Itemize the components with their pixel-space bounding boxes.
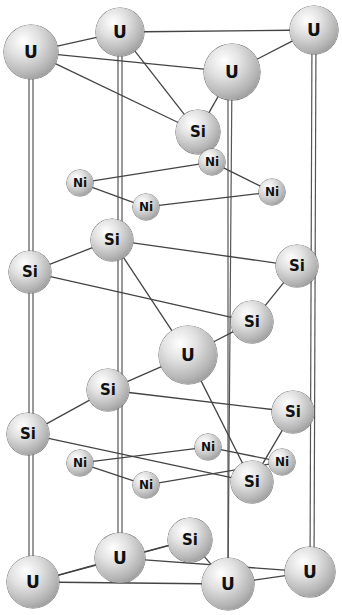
atom-label: U bbox=[307, 22, 321, 39]
atom-sphere: Ni bbox=[133, 472, 159, 498]
atom-sphere: Si bbox=[7, 413, 49, 455]
atomic-bond bbox=[224, 168, 261, 186]
atom-label: Si bbox=[100, 383, 116, 398]
atom-label: Ni bbox=[265, 186, 279, 198]
atomic-bond bbox=[93, 449, 195, 462]
atomic-bond bbox=[59, 582, 202, 583]
atomic-bond bbox=[92, 187, 134, 202]
atom-sphere: Si bbox=[87, 369, 129, 411]
atom-label: Ni bbox=[201, 441, 215, 453]
atom-label: Ni bbox=[275, 456, 289, 468]
atom-sphere: Si bbox=[272, 391, 314, 433]
atom-sphere: Ni bbox=[67, 450, 93, 476]
atom-label: Si bbox=[190, 125, 206, 140]
atom-sphere: Si bbox=[168, 518, 212, 562]
atom-label: Si bbox=[104, 233, 120, 248]
atom-sphere: Ni bbox=[199, 149, 225, 175]
atomic-bond bbox=[57, 37, 96, 46]
atomic-bond bbox=[58, 55, 204, 70]
atom-label: Si bbox=[285, 405, 301, 420]
atom-label: U bbox=[26, 574, 40, 591]
atom-sphere: U bbox=[7, 556, 59, 608]
atom-sphere: Ni bbox=[195, 434, 221, 460]
atom-label: Ni bbox=[73, 457, 87, 469]
atomic-bond bbox=[92, 467, 133, 481]
atom-sphere: Ni bbox=[133, 194, 159, 220]
atomic-bond bbox=[50, 248, 93, 265]
atom-sphere: Si bbox=[91, 219, 133, 261]
atom-sphere: U bbox=[96, 8, 144, 56]
atomic-bond bbox=[209, 96, 218, 112]
atom-label: U bbox=[113, 550, 127, 567]
atomic-bond bbox=[55, 64, 178, 123]
atom-label: U bbox=[221, 576, 235, 593]
atomic-bond bbox=[133, 243, 276, 263]
atom-sphere: U bbox=[204, 44, 260, 100]
atom-sphere: U bbox=[159, 326, 217, 384]
atomic-bond bbox=[127, 367, 161, 382]
atom-sphere: Si bbox=[9, 251, 51, 293]
atom-sphere: Si bbox=[176, 110, 220, 154]
atomic-bond bbox=[204, 557, 211, 565]
atomic-bond bbox=[201, 381, 242, 463]
atom-label: Si bbox=[20, 427, 36, 442]
atomic-bond bbox=[214, 332, 234, 342]
atom-sphere: Si bbox=[231, 301, 273, 343]
atomic-bond bbox=[221, 450, 270, 460]
atom-label: U bbox=[24, 44, 38, 61]
atom-sphere: U bbox=[202, 558, 254, 610]
atom-label: Ni bbox=[139, 201, 153, 213]
atom-label: U bbox=[225, 64, 239, 81]
atom-label: Ni bbox=[139, 479, 153, 491]
atom-sphere: Ni bbox=[67, 170, 93, 196]
atom-sphere: U bbox=[285, 547, 335, 597]
atom-label: U bbox=[303, 564, 317, 581]
atom-label: Si bbox=[289, 259, 305, 274]
atom-sphere: Ni bbox=[269, 449, 295, 475]
atom-label: U bbox=[113, 24, 127, 41]
atom-sphere: U bbox=[290, 6, 338, 54]
atom-label: Si bbox=[22, 265, 38, 280]
atomic-bond bbox=[254, 576, 286, 581]
atom-sphere: Si bbox=[276, 245, 318, 287]
atom-sphere: U bbox=[4, 25, 58, 79]
atom-label: U bbox=[181, 347, 195, 364]
atom-label: Si bbox=[244, 475, 260, 490]
atom-label: Si bbox=[244, 315, 260, 330]
atom-sphere: Ni bbox=[259, 179, 285, 205]
atomic-bond bbox=[129, 392, 272, 409]
atomic-bond bbox=[257, 41, 293, 59]
atomic-bond bbox=[159, 194, 259, 206]
atomic-bond bbox=[46, 400, 89, 424]
atomic-bond bbox=[58, 565, 96, 575]
atomic-bond bbox=[144, 30, 290, 32]
atomic-bond bbox=[124, 258, 172, 331]
atom-sphere: U bbox=[95, 533, 145, 583]
atom-sphere: Si bbox=[231, 461, 273, 503]
atom-label: Ni bbox=[73, 177, 87, 189]
atom-label: Si bbox=[182, 533, 198, 548]
atomic-bond bbox=[265, 282, 284, 305]
atomic-bond bbox=[93, 164, 199, 181]
atom-label: Ni bbox=[205, 156, 219, 168]
